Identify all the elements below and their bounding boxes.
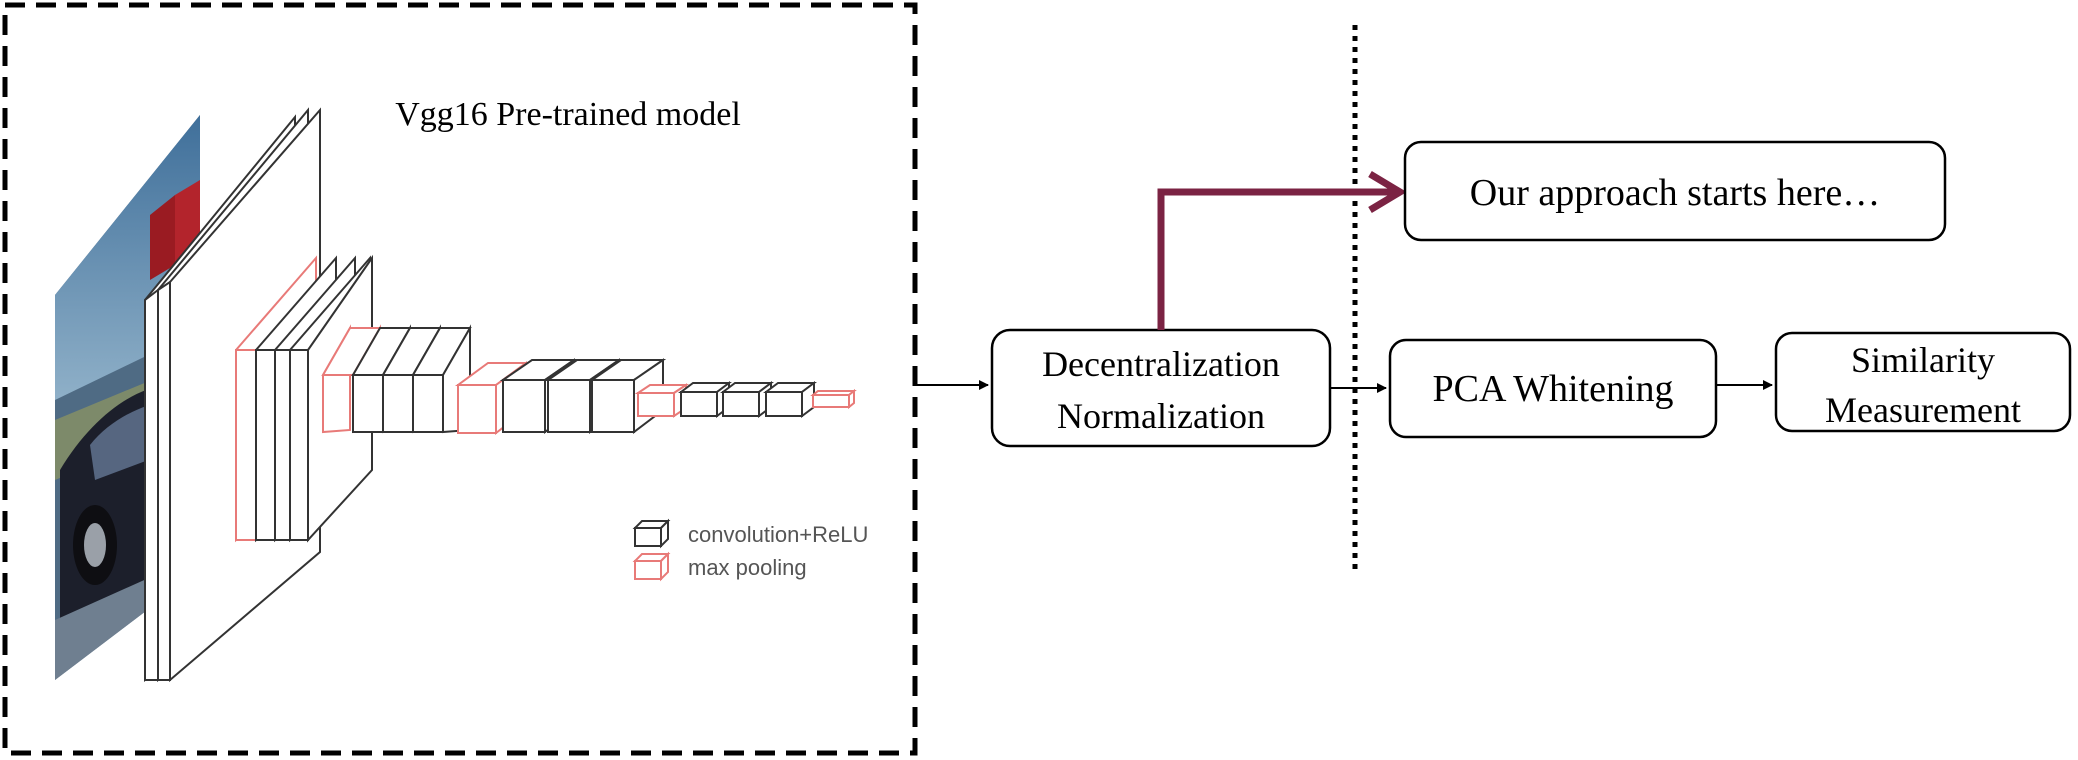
pca-whitening-box: PCA Whitening	[1388, 338, 1718, 439]
vgg-title: Vgg16 Pre-trained model	[395, 96, 741, 133]
approach-arrow	[1157, 170, 1407, 330]
approach-box: Our approach starts here…	[1403, 140, 1947, 242]
normalization-label: Normalization	[1057, 396, 1265, 436]
legend-pool-label: max pooling	[688, 555, 807, 580]
similarity-label: Similarity	[1851, 340, 1995, 380]
pca-label: PCA Whitening	[1432, 368, 1673, 410]
final-pool	[810, 388, 857, 410]
approach-label: Our approach starts here…	[1470, 172, 1880, 214]
decentralization-label: Decentralization	[1042, 344, 1280, 384]
vgg-dashed-frame	[2, 2, 918, 756]
legend-pool: max pooling	[632, 551, 807, 582]
conv-block-3	[321, 324, 472, 434]
legend-pool-swatch	[632, 551, 671, 582]
measurement-label: Measurement	[1825, 390, 2021, 430]
legend-conv: convolution+ReLU	[632, 518, 868, 549]
decentralization-normalization-box: Decentralization Normalization	[990, 328, 1332, 448]
conv-block-5	[634, 381, 817, 418]
legend-conv-swatch	[632, 518, 671, 549]
conv-block-4	[454, 358, 667, 436]
legend-conv-label: convolution+ReLU	[688, 522, 868, 547]
similarity-measurement-box: Similarity Measurement	[1774, 331, 2072, 433]
